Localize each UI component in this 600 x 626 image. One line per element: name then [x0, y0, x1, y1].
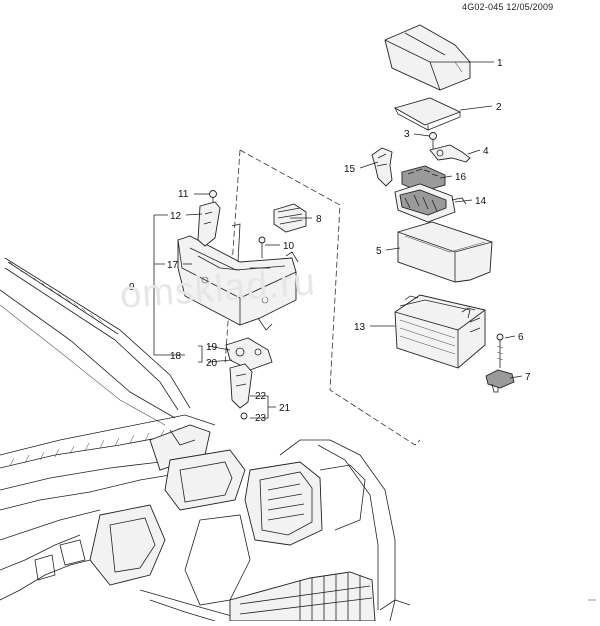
hold-down-clamp — [485, 369, 515, 393]
callout-6: 6 — [518, 332, 524, 343]
callout-13: 13 — [354, 322, 366, 333]
engine-bay — [0, 439, 396, 622]
support-leg — [229, 363, 253, 420]
assembly-outline — [224, 149, 421, 446]
battery — [394, 294, 486, 369]
terminal-cover — [371, 147, 393, 187]
fuse-block — [394, 165, 467, 223]
callout-22: 22 — [255, 391, 267, 402]
callout-2: 2 — [496, 102, 502, 113]
callout-20: 20 — [206, 358, 218, 369]
callout-21: 21 — [279, 403, 291, 414]
cover-insert — [393, 97, 462, 131]
vehicle-hood — [0, 257, 191, 426]
callout-7: 7 — [525, 372, 531, 383]
battery-cover — [384, 24, 471, 91]
callout-8: 8 — [316, 214, 322, 225]
callout-23: 23 — [255, 413, 267, 424]
callout-10: 10 — [283, 241, 295, 252]
leader-lines — [153, 61, 523, 419]
callout-3: 3 — [404, 129, 410, 140]
callout-19: 19 — [206, 342, 218, 353]
callout-14: 14 — [475, 196, 487, 207]
callout-11: 11 — [178, 189, 189, 200]
callout-labels: 1 2 3 4 5 6 7 8 9 10 11 12 13 14 15 16 1… — [129, 58, 531, 424]
callout-12: 12 — [170, 211, 182, 222]
callout-16: 16 — [455, 172, 467, 183]
bolt-3 — [429, 132, 437, 150]
callout-4: 4 — [483, 146, 489, 157]
bolt-6 — [496, 333, 504, 368]
bolt-10 — [258, 236, 266, 258]
callout-1: 1 — [497, 58, 503, 69]
callout-15: 15 — [344, 164, 356, 175]
drawing-reference: 4G02-045 12/05/2009 — [462, 2, 554, 12]
callout-9: 9 — [129, 282, 135, 293]
tray-support-bracket — [197, 190, 221, 247]
battery-insulator-box — [397, 221, 493, 283]
front-grille — [229, 571, 411, 622]
callout-5: 5 — [376, 246, 382, 257]
callout-17: 17 — [167, 260, 179, 271]
callout-18: 18 — [170, 351, 182, 362]
battery-tray — [177, 223, 299, 331]
terminal-clamp — [429, 144, 471, 163]
tray-support — [225, 337, 273, 371]
cowl-panel — [0, 414, 216, 491]
